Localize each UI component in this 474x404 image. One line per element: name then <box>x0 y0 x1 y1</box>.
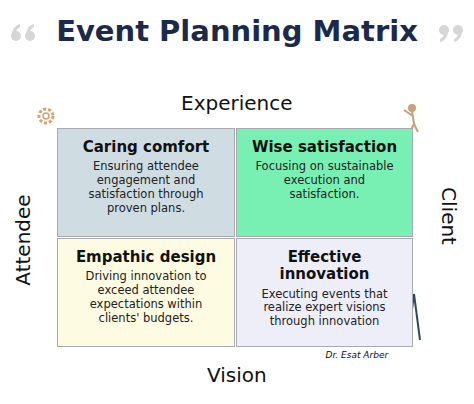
quadrant-heading: Effective innovation <box>249 249 400 284</box>
gear-icon <box>39 109 53 123</box>
quadrant-heading: Wise satisfaction <box>252 139 397 156</box>
axis-label: Experience <box>181 91 293 115</box>
quadrant-description: Ensuring attendee engagement and satisfa… <box>70 160 222 215</box>
quote-mark <box>11 24 35 41</box>
axis-label: Client <box>437 187 461 245</box>
quadrant-description: Executing events that realize expert vis… <box>249 288 400 329</box>
quadrant-box: Empathic designDriving innovation to exc… <box>57 238 235 347</box>
quadrant-heading: Empathic design <box>76 249 216 266</box>
axis-label: Attendee <box>10 194 34 285</box>
quadrant-description: Driving innovation to exceed attendee ex… <box>70 270 222 325</box>
axis-label: Vision <box>207 363 267 387</box>
quadrant-box: Wise satisfactionFocusing on sustainable… <box>236 128 413 237</box>
quadrant-box: Effective innovationExecuting events tha… <box>236 238 413 347</box>
quote-mark <box>439 25 463 42</box>
quadrant-box: Caring comfortEnsuring attendee engageme… <box>57 128 235 237</box>
quadrant-heading: Caring comfort <box>83 139 210 156</box>
title: Event Planning Matrix <box>0 14 474 48</box>
quadrant-description: Focusing on sustainable execution and sa… <box>249 160 400 201</box>
author-credit: Dr. Esat Arber <box>326 350 389 360</box>
